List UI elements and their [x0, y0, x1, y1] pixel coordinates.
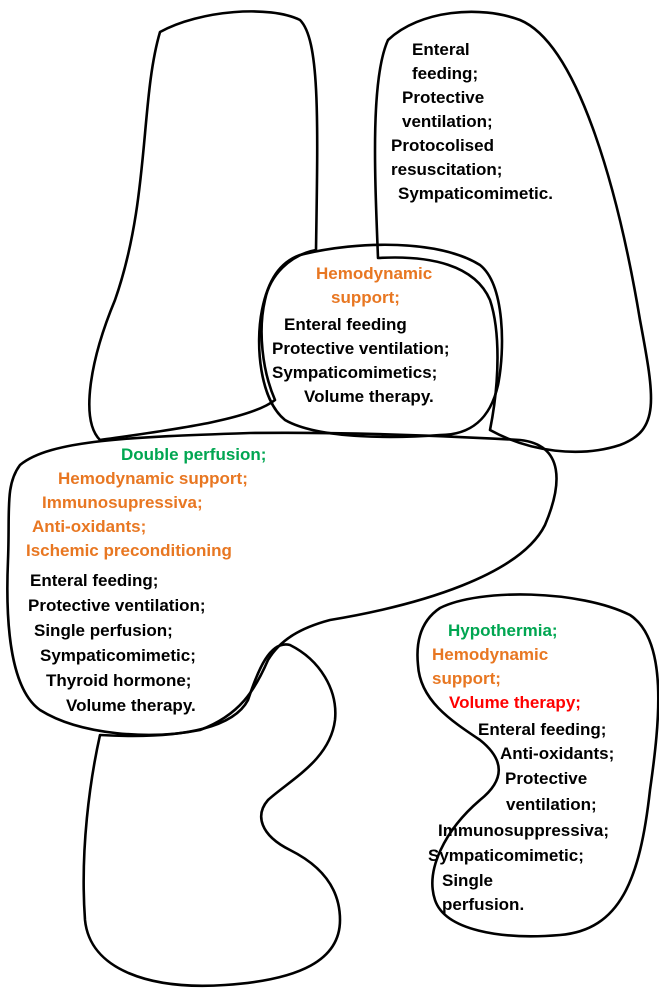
treatment-line: Anti-oxidants;	[500, 742, 614, 765]
treatment-line: Thyroid hormone;	[46, 669, 191, 692]
treatment-line: Enteral feeding;	[478, 718, 606, 741]
treatment-line: support;	[331, 286, 400, 309]
treatment-line: Anti-oxidants;	[32, 515, 146, 538]
treatment-line: Volume therapy.	[66, 694, 196, 717]
treatment-line: Immunosupressiva;	[42, 491, 203, 514]
treatment-line: Protective	[505, 767, 587, 790]
treatment-line: Single perfusion;	[34, 619, 173, 642]
treatment-line: Sympaticomimetic.	[398, 182, 553, 205]
treatment-line: ventilation;	[402, 110, 493, 133]
treatment-line: Protective ventilation;	[272, 337, 450, 360]
treatment-line: Sympaticomimetic;	[40, 644, 196, 667]
treatment-line: Enteral	[412, 38, 470, 61]
treatment-line: Sympaticomimetic;	[428, 844, 584, 867]
treatment-line: Hemodynamic support;	[58, 467, 248, 490]
treatment-line: Volume therapy;	[449, 691, 581, 714]
treatment-line: Protective ventilation;	[28, 594, 206, 617]
treatment-line: Sympaticomimetics;	[272, 361, 437, 384]
treatment-line: resuscitation;	[391, 158, 502, 181]
treatment-line: Hypothermia;	[448, 619, 558, 642]
treatment-line: Protocolised	[391, 134, 494, 157]
treatment-line: support;	[432, 667, 501, 690]
treatment-line: Immunosuppressiva;	[438, 819, 609, 842]
treatment-line: Enteral feeding;	[30, 569, 158, 592]
treatment-line: Protective	[402, 86, 484, 109]
treatment-line: Double perfusion;	[121, 443, 266, 466]
treatment-line: Ischemic preconditioning	[26, 539, 232, 562]
treatment-line: perfusion.	[442, 893, 524, 916]
treatment-line: Volume therapy.	[304, 385, 434, 408]
treatment-line: Enteral feeding	[284, 313, 407, 336]
treatment-line: Single	[442, 869, 493, 892]
treatment-line: Hemodynamic	[432, 643, 548, 666]
treatment-line: Hemodynamic	[316, 262, 432, 285]
treatment-line: feeding;	[412, 62, 478, 85]
treatment-line: ventilation;	[506, 793, 597, 816]
